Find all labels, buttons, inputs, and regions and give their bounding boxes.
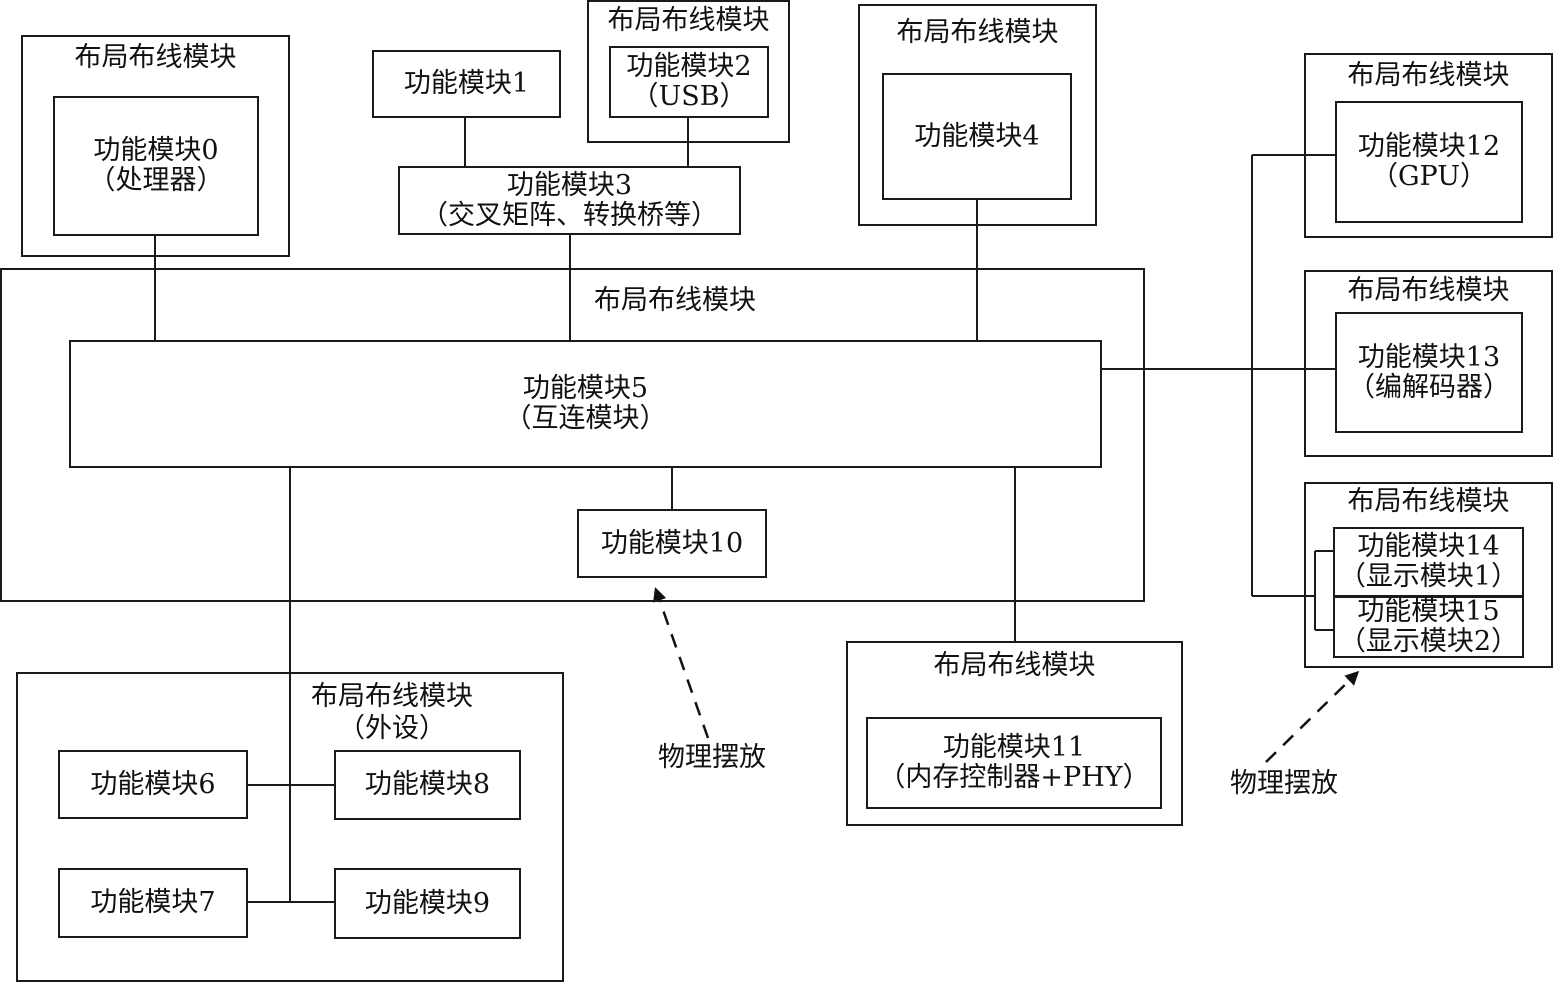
layout-module-processor <box>21 35 290 257</box>
module-13-name: 功能模块13 <box>1357 341 1501 373</box>
module-9-name: 功能模块9 <box>364 887 491 919</box>
module-4-name: 功能模块4 <box>914 120 1040 152</box>
module-6-name: 功能模块6 <box>90 768 216 800</box>
module-5-name: 功能模块5 <box>522 373 649 404</box>
module-15-desc: （显示模块2） <box>1338 626 1519 657</box>
layout-module-label: 布局布线模块 <box>1347 60 1510 91</box>
module-15: 功能模块15 （显示模块2） <box>1333 596 1524 658</box>
layout-module-label: 布局布线模块 <box>1347 275 1510 306</box>
placement-arrow-1 <box>653 587 710 739</box>
module-11-name: 功能模块11 <box>942 732 1086 763</box>
layout-module-gpu <box>1304 53 1553 238</box>
module-3-name: 功能模块3 <box>506 169 633 201</box>
module-2-desc: （USB） <box>631 81 747 112</box>
peripheral-group-subtitle: （外设） <box>338 713 446 744</box>
module-5: 功能模块5 （互连模块） <box>69 340 1102 468</box>
layout-module-label: 布局布线模块 <box>896 17 1059 48</box>
module-0-name: 功能模块0 <box>93 135 219 166</box>
module-10: 功能模块10 <box>577 509 767 578</box>
module-13-desc: （编解码器） <box>1348 371 1510 403</box>
module-3-desc: （交叉矩阵、转换桥等） <box>421 199 718 231</box>
layout-module-memory <box>846 641 1183 826</box>
module-10-name: 功能模块10 <box>600 527 744 559</box>
module-4: 功能模块4 <box>882 73 1072 200</box>
layout-module-interconnect <box>0 268 1145 602</box>
module-8: 功能模块8 <box>334 750 521 820</box>
placement-arrow-2 <box>1265 670 1360 763</box>
module-2: 功能模块2 （USB） <box>609 46 769 118</box>
module-12: 功能模块12 （GPU） <box>1335 101 1523 223</box>
physical-placement-label-1: 物理摆放 <box>658 742 766 773</box>
peripheral-group-title: 布局布线模块 <box>311 681 473 712</box>
module-14-name: 功能模块14 <box>1357 531 1500 562</box>
layout-module-m4 <box>858 4 1097 226</box>
module-14-desc: （显示模块1） <box>1338 561 1519 592</box>
module-15-name: 功能模块15 <box>1357 596 1500 627</box>
module-14: 功能模块14 （显示模块1） <box>1333 527 1524 597</box>
module-7-name: 功能模块7 <box>90 887 216 918</box>
layout-module-label: 布局布线模块 <box>1347 486 1510 517</box>
layout-module-peripherals <box>16 672 564 982</box>
module-9: 功能模块9 <box>334 868 521 939</box>
module-1: 功能模块1 <box>372 50 561 118</box>
layout-module-label: 布局布线模块 <box>933 650 1096 681</box>
physical-placement-label-2: 物理摆放 <box>1230 768 1338 799</box>
layout-module-label: 布局布线模块 <box>74 42 237 73</box>
layout-module-label: 布局布线模块 <box>607 5 770 36</box>
module-0-desc: （处理器） <box>88 165 224 196</box>
module-11-desc: （内存控制器+PHY） <box>878 762 1150 793</box>
module-2-name: 功能模块2 <box>626 51 752 82</box>
module-6: 功能模块6 <box>58 750 248 819</box>
module-11: 功能模块11 （内存控制器+PHY） <box>866 717 1162 809</box>
module-13: 功能模块13 （编解码器） <box>1335 312 1523 433</box>
module-1-name: 功能模块1 <box>403 68 530 99</box>
layout-module-display <box>1304 482 1553 668</box>
module-5-desc: （互连模块） <box>504 403 667 434</box>
layout-module-codec <box>1304 270 1553 457</box>
module-3: 功能模块3 （交叉矩阵、转换桥等） <box>398 166 741 235</box>
layout-module-label: 布局布线模块 <box>594 285 756 316</box>
module-7: 功能模块7 <box>58 868 248 938</box>
module-0: 功能模块0 （处理器） <box>53 96 259 236</box>
module-12-desc: （GPU） <box>1370 161 1487 192</box>
module-12-name: 功能模块12 <box>1357 131 1501 162</box>
layout-module-usb <box>587 0 790 143</box>
module-8-name: 功能模块8 <box>364 769 491 800</box>
